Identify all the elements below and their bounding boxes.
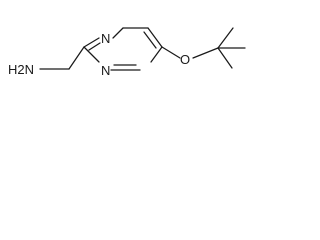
bond-ch2-ring — [68, 46, 85, 70]
bond-c2-n3-inner — [88, 42, 101, 51]
bond-c6-n1 — [150, 46, 163, 63]
amine-label: H2N — [8, 62, 34, 77]
bond-c2-n3 — [83, 37, 100, 48]
bond-cq-me1 — [217, 27, 234, 49]
bond-c5-c6-inner — [143, 31, 157, 49]
bond-ring-o — [161, 46, 181, 59]
bond-n3-c4 — [112, 27, 124, 39]
structural-formula: H2N N N O — [8, 27, 246, 78]
bond-n1-c2-b — [83, 46, 100, 63]
bond-c5-c6 — [147, 27, 163, 48]
bond-cq-me3 — [217, 47, 233, 69]
ring-nitrogen-top-label: N — [101, 31, 110, 46]
bond-o-cq — [192, 47, 219, 59]
ring-nitrogen-bottom-label: N — [101, 63, 110, 78]
ether-oxygen-label: O — [180, 52, 190, 67]
